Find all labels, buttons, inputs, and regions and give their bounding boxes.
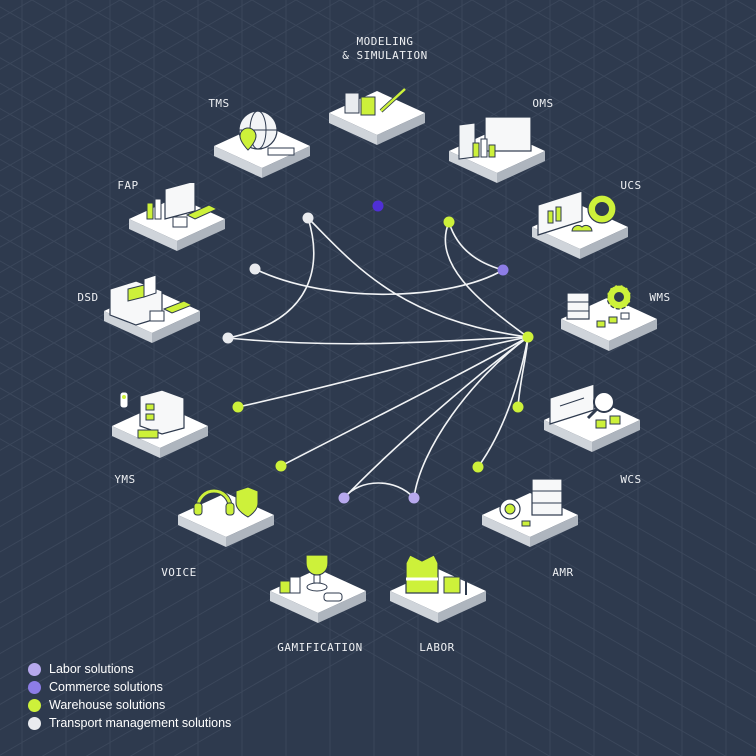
link-curve [307,217,529,338]
tile-dsd [104,275,200,343]
node-dot-voice [275,460,287,472]
node-dot-wms [522,331,534,343]
label-wms: WMS [649,291,671,304]
legend-item-transport: Transport management solutions [28,714,231,732]
label-oms: OMS [532,97,554,110]
legend-dot-transport [28,716,41,730]
legend-item-labor: Labor solutions [28,660,231,678]
node-dot-yms [232,401,244,413]
tile-voice [178,486,274,547]
label-ucs: UCS [620,179,642,192]
legend-label-transport: Transport management solutions [49,716,232,730]
legend-dot-labor [28,662,41,676]
link-curve [517,336,529,408]
tile-wcs [544,384,640,452]
legend-label-commerce: Commerce solutions [49,680,163,694]
legend: Labor solutions Commerce solutions Wareh… [28,660,231,732]
label-voice: VOICE [161,566,197,579]
tile-ucs [532,191,628,259]
node-dot-ucs [497,264,509,276]
tile-wms [561,284,657,351]
link-curve [227,336,529,345]
node-dot-fap [249,263,261,275]
legend-item-commerce: Commerce solutions [28,678,231,696]
label-wcs: WCS [620,473,642,486]
link-curve [448,221,504,271]
node-dot-modeling [372,200,384,212]
link-curve [254,268,504,296]
legend-item-warehouse: Warehouse solutions [28,696,231,714]
legend-dot-commerce [28,680,41,694]
label-yms: YMS [114,473,136,486]
link-curve [237,336,529,408]
label-labor: LABOR [419,641,455,654]
node-dot-gamification [338,492,350,504]
node-dot-oms [443,216,455,228]
label-tms: TMS [208,97,230,110]
node-dot-wcs [512,401,524,413]
label-gamification: GAMIFICATION [277,641,363,654]
link-curve [477,336,529,468]
legend-dot-warehouse [28,698,41,712]
link-curve [227,217,315,339]
legend-label-labor: Labor solutions [49,662,134,676]
label-dsd: DSD [77,291,99,304]
legend-label-warehouse: Warehouse solutions [49,698,166,712]
tile-gamification [270,555,366,623]
link-curve [280,336,529,467]
link-curve [343,482,415,499]
tile-tms [214,110,310,178]
link-curve [413,336,529,499]
node-dot-labor [408,492,420,504]
label-fap: FAP [117,179,139,192]
node-dot-amr [472,461,484,473]
tile-amr [482,479,578,547]
link-curve [444,221,529,338]
label-amr: AMR [552,566,574,579]
node-dot-dsd [222,332,234,344]
tile-oms [449,116,545,183]
tile-modeling [329,87,425,145]
tile-labor [390,555,486,623]
tile-fap [129,183,225,251]
label-modeling: MODELING & SIMULATION [342,35,428,62]
tile-yms [112,390,208,458]
node-dot-tms [302,212,314,224]
link-curve [343,336,529,499]
